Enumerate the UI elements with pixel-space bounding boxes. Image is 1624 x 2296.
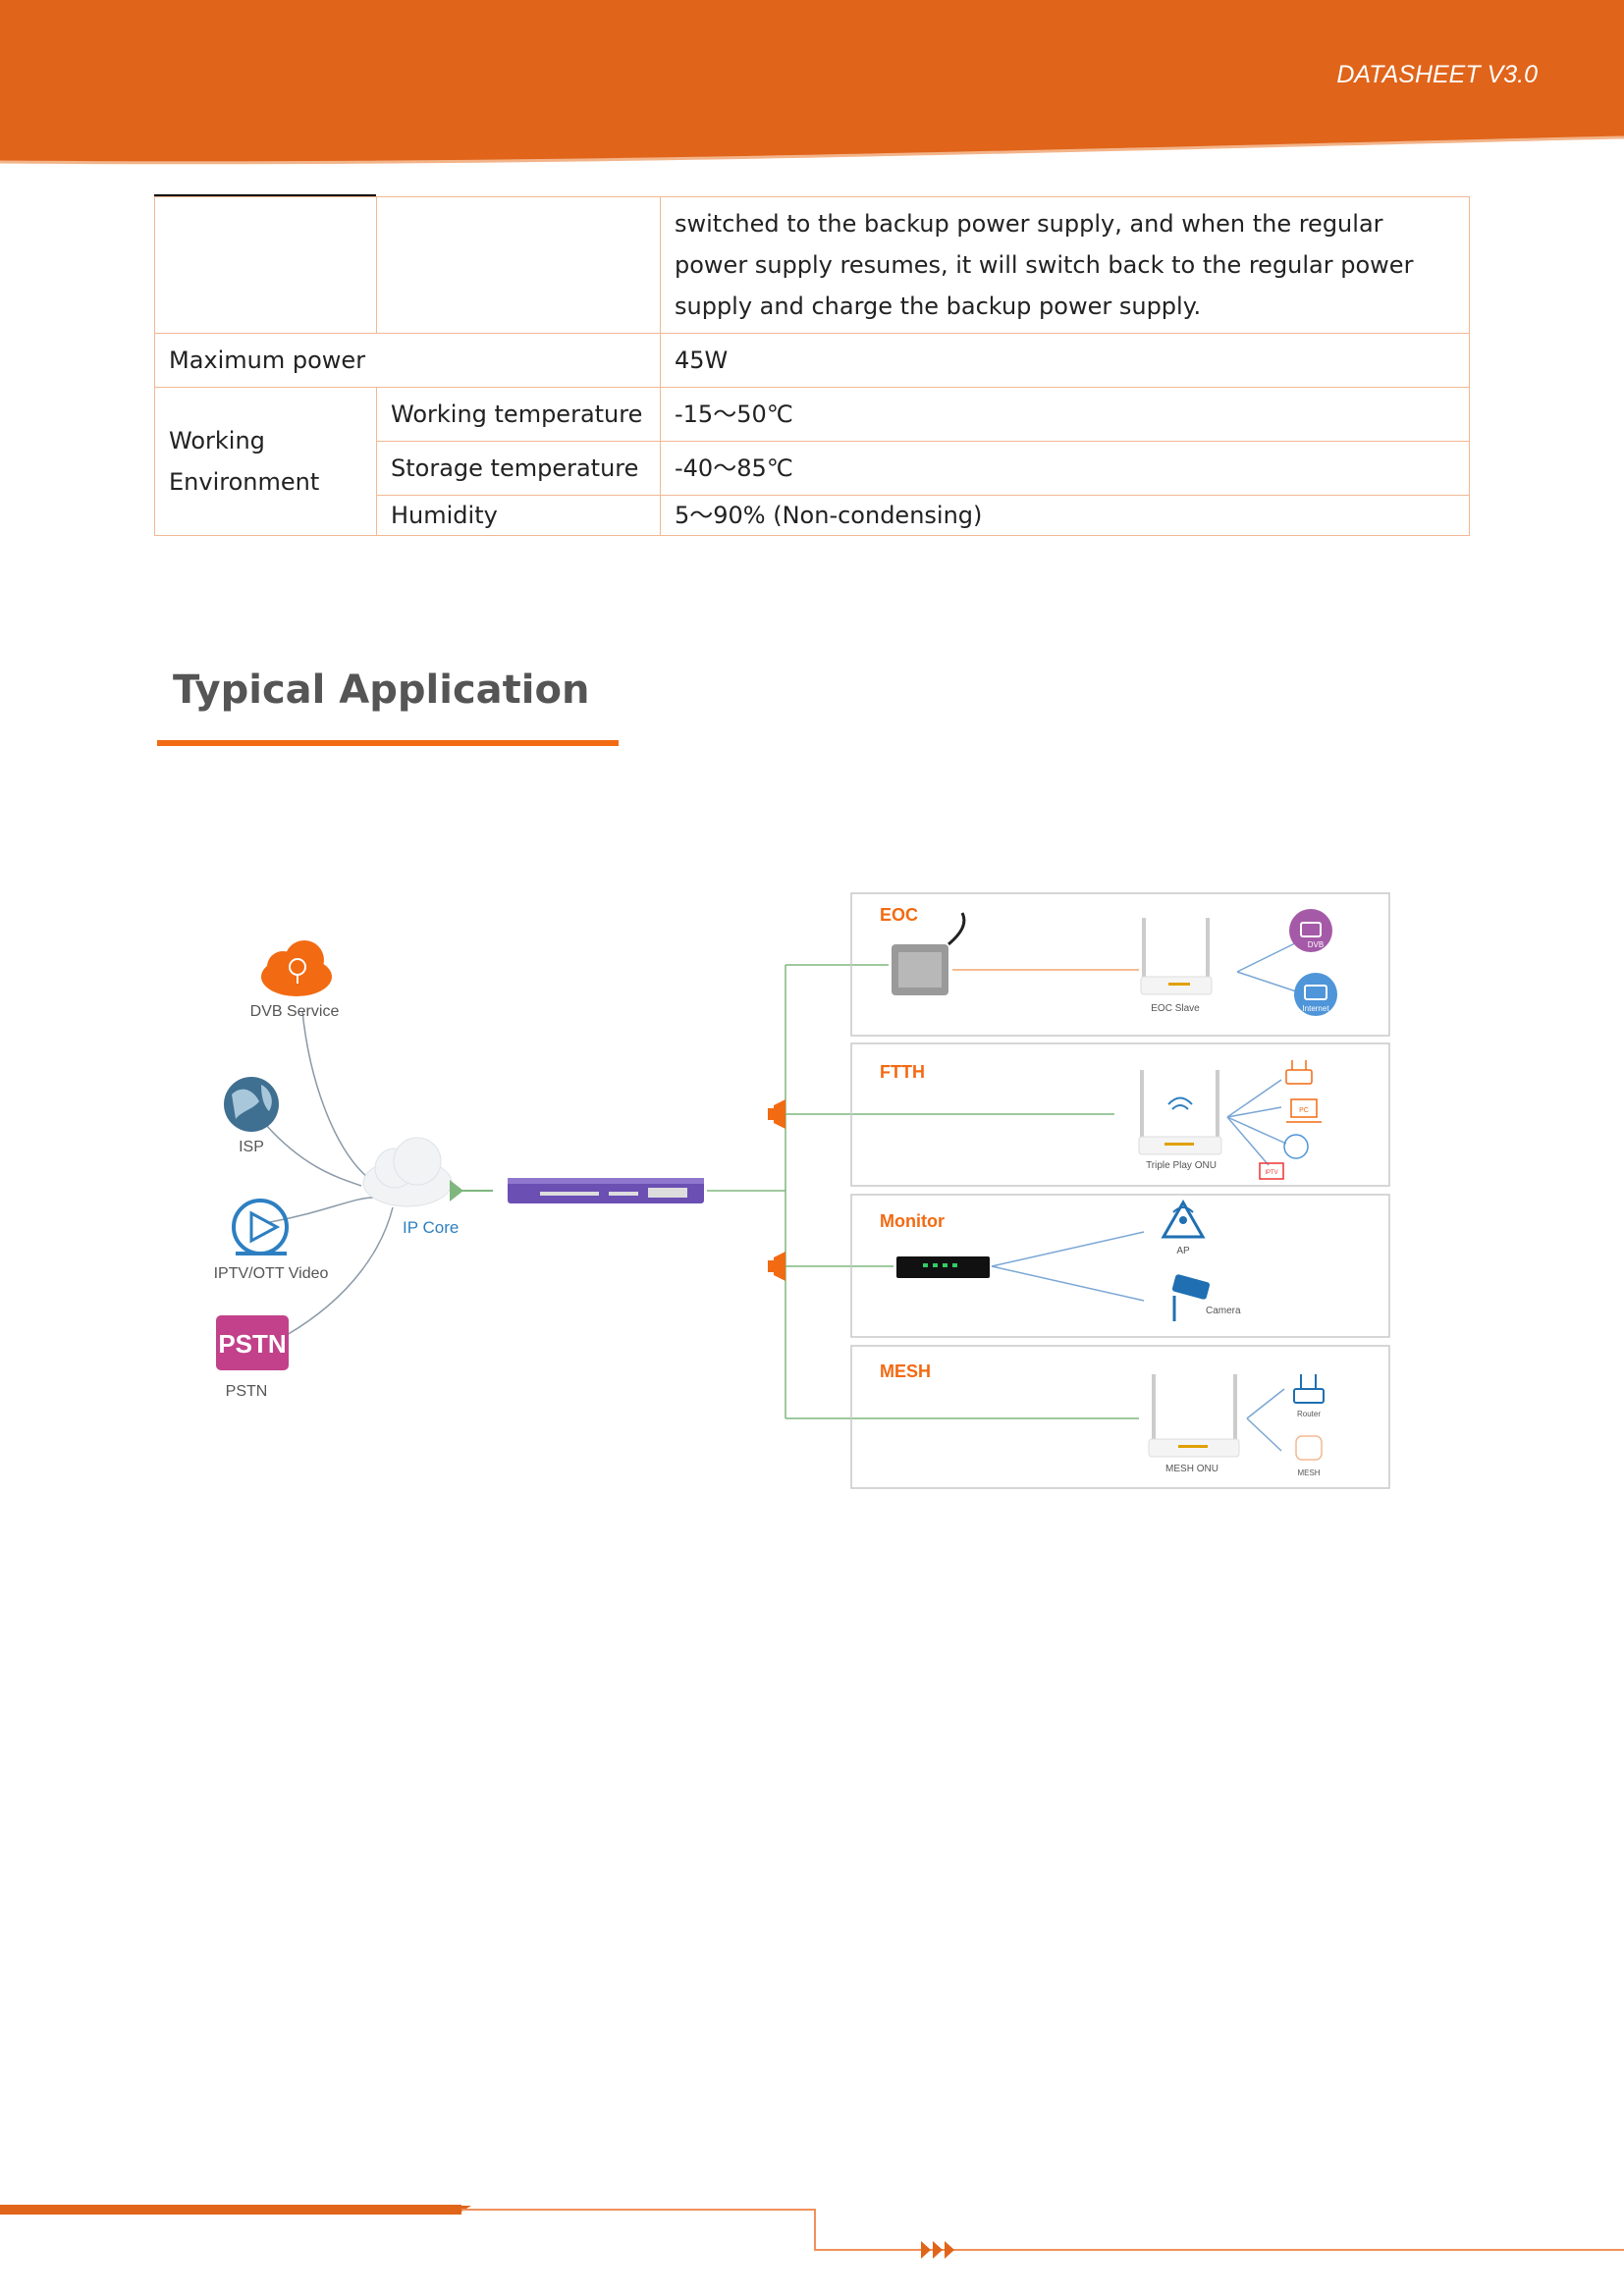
dvb-service-icon — [261, 940, 332, 996]
arrow-icon — [450, 1180, 463, 1201]
continued-text: switched to the backup power supply, and… — [660, 196, 1470, 334]
chevrons-icon — [921, 2241, 954, 2259]
mesh-endpoint-links — [1246, 1388, 1285, 1452]
source-label-pstn: PSTN — [226, 1383, 268, 1400]
endpoint-label-camera: Camera — [1206, 1306, 1241, 1316]
ap-icon — [1161, 1199, 1206, 1239]
row-value: -15～50℃ — [660, 387, 1470, 442]
distribution-links — [785, 964, 1139, 1419]
env-label: Working Environment — [154, 387, 377, 536]
pstn-icon: PSTN — [216, 1315, 289, 1370]
mesh-node-icon — [1295, 1435, 1323, 1461]
row-label: Humidity — [376, 495, 661, 536]
panel-frames — [850, 892, 1390, 1489]
ftth-endpoint-links — [1226, 1079, 1287, 1166]
row-value: 5～90% (Non-condensing) — [660, 495, 1470, 536]
olt-device-icon — [508, 1178, 704, 1203]
panel-title-monitor: Monitor — [880, 1211, 945, 1231]
source-links — [264, 1010, 394, 1336]
dvb-icon — [1289, 909, 1332, 952]
table-top-rule — [154, 194, 376, 197]
endpoint-label-ap: AP — [1176, 1246, 1190, 1256]
endpoint-label-mesh: MESH — [1297, 1468, 1320, 1477]
footer-decoration — [0, 2205, 1624, 2259]
iptv-endpoint-icon: IPTV — [1259, 1162, 1284, 1180]
panel-title-mesh: MESH — [880, 1362, 931, 1381]
max-power-label: Maximum power — [154, 333, 661, 388]
mesh-onu-icon — [1148, 1374, 1240, 1458]
iptv-icon — [232, 1199, 289, 1255]
router-endpoint-icon — [1285, 1060, 1313, 1085]
table-row: switched to the backup power supply, and… — [154, 196, 1470, 334]
datasheet-version: DATASHEET V3.0 — [1336, 61, 1538, 88]
endpoint-label-internet: Internet — [1302, 1004, 1329, 1013]
panel-title-eoc: EOC — [880, 905, 918, 925]
source-label-dvb: DVB Service — [250, 1003, 340, 1020]
internet-icon — [1294, 973, 1337, 1016]
router-endpoint-icon — [1293, 1374, 1325, 1404]
onu-router-icon — [1138, 1070, 1222, 1155]
panel-title-ftth: FTTH — [880, 1062, 925, 1082]
splitter-icon — [768, 1099, 785, 1129]
device-label-mesh-onu: MESH ONU — [1165, 1464, 1218, 1474]
eoc-master-icon — [892, 912, 966, 995]
table-cell — [154, 196, 377, 334]
header-banner — [0, 0, 1624, 165]
endpoint-label-iptv: IPTV — [1265, 1170, 1277, 1176]
camera-icon — [1171, 1274, 1211, 1321]
source-label-isp: ISP — [239, 1139, 264, 1155]
max-power-value: 45W — [660, 333, 1470, 388]
cloud-icon — [362, 1137, 453, 1207]
switch-icon — [896, 1256, 990, 1278]
endpoint-label-pc: PC — [1299, 1107, 1309, 1114]
pc-icon: PC — [1286, 1098, 1322, 1123]
table-cell — [376, 196, 661, 334]
section-title: Typical Application — [173, 667, 590, 713]
application-diagram: DVB Service ISP IPTV/OTT Video PSTN PSTN… — [214, 892, 1390, 1489]
source-label-iptv: IPTV/OTT Video — [214, 1265, 329, 1282]
phone-icon — [1283, 1134, 1309, 1159]
endpoint-label-dvb: DVB — [1308, 940, 1324, 949]
row-value: -40～85℃ — [660, 441, 1470, 496]
table-row: Maximum power 45W — [154, 333, 1470, 388]
device-label-eoc-slave: EOC Slave — [1151, 1003, 1200, 1014]
row-label: Working temperature — [376, 387, 661, 442]
router-icon — [1140, 918, 1213, 995]
isp-globe-icon — [224, 1077, 279, 1132]
device-label-triple-play-onu: Triple Play ONU — [1146, 1160, 1217, 1171]
splitter-icon — [768, 1252, 785, 1281]
monitor-endpoint-links — [991, 1231, 1145, 1302]
core-label: IP Core — [403, 1218, 459, 1237]
section-underline — [157, 740, 619, 746]
eoc-endpoint-links — [1236, 939, 1302, 992]
row-label: Storage temperature — [376, 441, 661, 496]
table-row: Working Environment Working temperature … — [154, 387, 1470, 536]
pstn-badge-text: PSTN — [218, 1329, 286, 1359]
spec-table: switched to the backup power supply, and… — [154, 196, 1470, 536]
table-row: Humidity 5～90% (Non-condensing) — [155, 495, 1470, 536]
endpoint-label-router: Router — [1297, 1410, 1321, 1418]
